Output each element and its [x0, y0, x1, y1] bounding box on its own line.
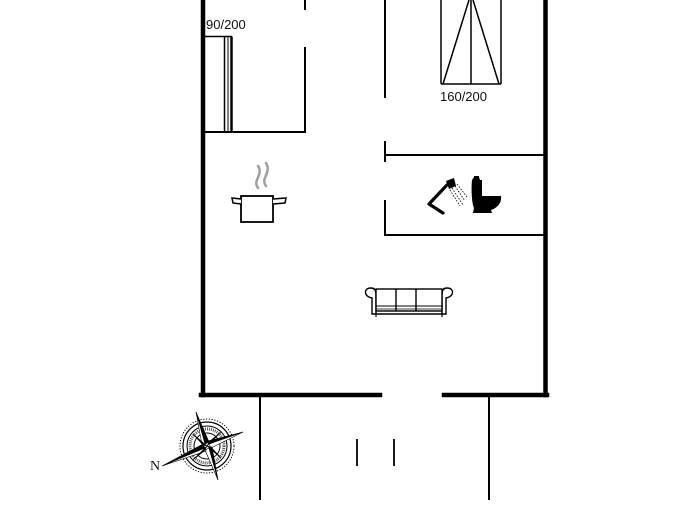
- compass-rose-icon: [161, 411, 244, 481]
- compass-north-label: N: [150, 459, 161, 474]
- toilet-icon: [471, 176, 502, 213]
- sofa-icon: [364, 287, 454, 317]
- center-partition-walls: [384, 0, 544, 236]
- bed-size-label-bedroom-2: 160/200: [440, 89, 487, 104]
- cooking-pot-icon: [231, 161, 287, 223]
- shower-icon: [427, 178, 468, 215]
- single-bed-icon: [205, 35, 233, 131]
- terrace-outline: [259, 397, 490, 500]
- double-bed-icon: [440, 0, 502, 85]
- bed-size-label-bedroom-1: 90/200: [206, 17, 246, 32]
- outer-walls: [198, 0, 550, 398]
- bedroom-1-walls: [205, 0, 306, 133]
